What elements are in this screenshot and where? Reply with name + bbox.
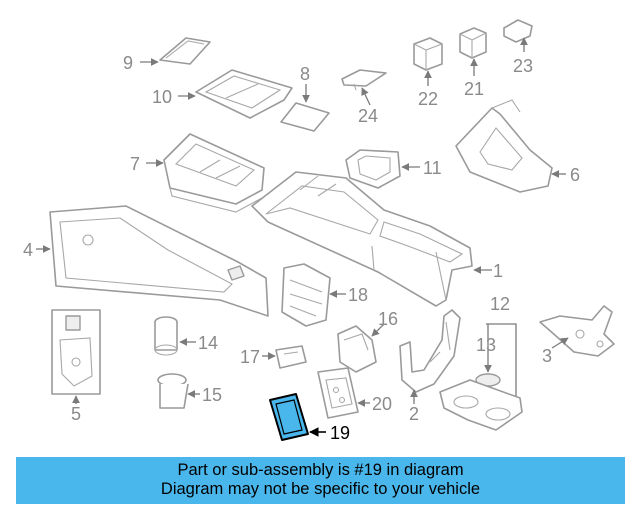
callout-22: 22	[418, 89, 438, 109]
leader-12	[486, 323, 517, 402]
callout-17: 17	[240, 347, 260, 367]
part-1-console[interactable]	[251, 171, 473, 307]
part-15-socket[interactable]	[157, 373, 189, 409]
leader-3	[551, 337, 569, 349]
part-21-switch[interactable]	[459, 27, 487, 59]
callout-8: 8	[300, 64, 310, 84]
part-16-receptacle[interactable]	[337, 325, 377, 373]
callout-9: 9	[123, 53, 133, 73]
callout-3: 3	[542, 346, 552, 366]
callout-12: 12	[490, 294, 510, 314]
part-2-bracket[interactable]	[399, 309, 461, 393]
callout-2: 2	[409, 404, 419, 424]
part-14-socket[interactable]	[154, 316, 178, 356]
part-22-switch[interactable]	[413, 37, 443, 71]
part-10-trim-panel[interactable]	[195, 69, 293, 119]
callout-23: 23	[513, 56, 533, 76]
callout-20: 20	[372, 394, 392, 414]
part-9-lid[interactable]	[159, 37, 211, 65]
part-4-side-panel[interactable]	[49, 205, 269, 317]
callout-16: 16	[378, 309, 398, 329]
banner-line-2: Diagram may not be specific to your vehi…	[160, 480, 481, 498]
part-19-mat-highlighted[interactable]	[269, 393, 309, 441]
part-7-tray[interactable]	[163, 133, 265, 213]
part-6-shift-trim[interactable]	[455, 99, 553, 193]
callout-6: 6	[570, 165, 580, 185]
leader-24	[361, 87, 371, 106]
part-17-connector[interactable]	[275, 345, 307, 369]
callout-18: 18	[348, 285, 368, 305]
callout-11: 11	[423, 158, 442, 178]
callout-21: 21	[464, 79, 484, 99]
callout-5: 5	[71, 404, 81, 424]
callout-4: 4	[23, 240, 33, 260]
callout-15: 15	[202, 385, 222, 405]
info-banner: Part or sub-assembly is #19 in diagram D…	[16, 457, 625, 504]
part-3-bracket[interactable]	[539, 305, 615, 357]
part-20-plate[interactable]	[317, 367, 359, 419]
banner-line-1: Part or sub-assembly is #19 in diagram	[177, 461, 464, 479]
part-5-bracket-panel[interactable]	[51, 309, 101, 395]
callout-24: 24	[358, 106, 378, 126]
part-18-module[interactable]	[281, 263, 331, 327]
callout-14: 14	[198, 333, 218, 353]
part-12-cupholder[interactable]	[439, 379, 523, 431]
callout-1: 1	[493, 261, 503, 281]
part-24-cover[interactable]	[341, 69, 387, 91]
callout-7: 7	[130, 154, 140, 174]
leader-16	[371, 323, 385, 337]
part-23-plug[interactable]	[503, 19, 533, 43]
callout-10: 10	[152, 87, 172, 107]
parts-diagram: 9 10 8 24 22 21 23 7	[23, 19, 615, 443]
callout-19: 19	[330, 423, 350, 443]
part-11-bezel[interactable]	[345, 149, 401, 189]
callout-13: 13	[476, 335, 496, 355]
part-8-pad[interactable]	[280, 102, 330, 132]
